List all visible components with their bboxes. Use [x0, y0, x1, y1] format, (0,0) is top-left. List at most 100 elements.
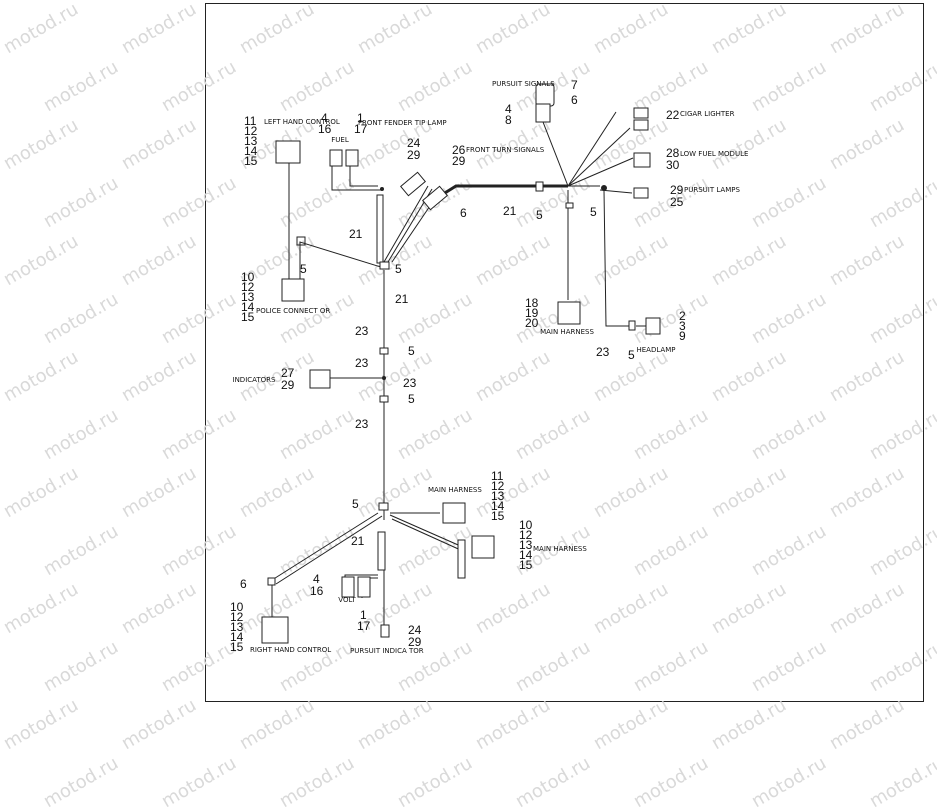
- callout-27: 27: [281, 368, 294, 378]
- main-harness-connector-upper: [443, 503, 465, 523]
- callout-5-headlamp: 5: [628, 350, 635, 360]
- callout-21-lower: 21: [351, 536, 364, 546]
- indicators-label: INDICATORS: [232, 376, 276, 384]
- callout-28: 28: [666, 148, 679, 158]
- main-harness-lower-wire-2: [392, 519, 465, 552]
- callout-stack-right-hand: 10 12 13 14 15: [230, 602, 243, 652]
- right-hand-control-connector: [262, 617, 288, 643]
- callout-4-volt: 4: [313, 574, 320, 584]
- callout-29-turn: 29: [452, 156, 465, 166]
- callout-24: 24: [407, 138, 420, 148]
- front-turn-signal-a: [401, 172, 426, 195]
- fuel-label: FUEL: [330, 136, 350, 144]
- main-harness-connector-right: [558, 302, 580, 324]
- callout-stack-main-harness-upper: 11 12 13 14 15: [491, 471, 504, 521]
- front-turn-signals-label: FRONT TURN SIGNALS: [466, 146, 506, 154]
- watermark-text: motod.ru: [708, 695, 790, 754]
- callout-30: 30: [666, 160, 679, 170]
- front-turn-signal-b: [423, 186, 448, 209]
- callout-15: 15: [491, 511, 504, 521]
- watermark-text: motod.ru: [748, 753, 830, 812]
- callout-15: 15: [230, 642, 243, 652]
- junction-fuel: [380, 187, 384, 191]
- watermark-text: motod.ru: [512, 753, 594, 812]
- watermark-text: motod.ru: [472, 695, 554, 754]
- cigar-connector-b: [634, 120, 648, 130]
- tube-21-left: [377, 195, 383, 263]
- callout-5-lower: 5: [352, 499, 359, 509]
- watermark-text: motod.ru: [590, 695, 672, 754]
- callout-16-volt: 16: [310, 586, 323, 596]
- callout-16-fuel: 16: [318, 124, 331, 134]
- watermark-text: motod.ru: [276, 753, 358, 812]
- police-connector-label: POLICE CONNECT OR: [256, 307, 328, 315]
- callout-stack-police: 10 12 13 14 15: [241, 272, 254, 322]
- callout-21-upper: 21: [503, 206, 516, 216]
- callout-29: 29: [407, 150, 420, 160]
- headlamp-connector: [646, 318, 660, 334]
- pursuit-indicator-connector: [381, 625, 389, 637]
- callout-8: 8: [505, 115, 512, 125]
- wire-cigar-b: [568, 128, 630, 186]
- connector-5-lower: [379, 503, 388, 510]
- callout-9: 9: [679, 331, 686, 341]
- connector-5-center: [380, 262, 389, 269]
- volt-gauge-b: [358, 577, 370, 597]
- callout-29-indicators: 29: [281, 380, 294, 390]
- low-fuel-module-label: LOW FUEL MODULE: [680, 150, 718, 158]
- callout-5-police: 5: [300, 264, 307, 274]
- fuel-gauge-b: [346, 150, 358, 166]
- left-hand-control-label: LEFT HAND CONTROL: [264, 118, 310, 126]
- callout-stack-headlamp: 2 3 9: [679, 311, 686, 341]
- volt-label: VOLT: [336, 596, 358, 604]
- left-hand-control-connector: [276, 141, 300, 163]
- watermark-text: motod.ru: [118, 695, 200, 754]
- police-connector: [282, 279, 304, 301]
- cigar-lighter-label: CIGAR LIGHTER: [680, 110, 712, 118]
- wire-pursuit-signals: [543, 122, 568, 186]
- callout-24-lower: 24: [408, 625, 421, 635]
- watermark-text: motod.ru: [394, 753, 476, 812]
- callout-21-trunk: 21: [395, 294, 408, 304]
- callout-21-left: 21: [349, 229, 362, 239]
- watermark-text: motod.ru: [0, 753, 4, 812]
- callout-17-fuel: 17: [354, 124, 367, 134]
- connector-6-lower: [268, 578, 275, 585]
- wiring-diagram: [0, 0, 937, 703]
- callout-23-headlamp: 23: [596, 347, 609, 357]
- headlamp-label: HEADLAMP: [636, 346, 676, 354]
- pursuit-lamps-connector: [634, 188, 648, 198]
- main-harness-lower-label: MAIN HARNESS: [533, 545, 585, 553]
- cigar-connector-a: [634, 108, 648, 118]
- main-harness-upper-label: MAIN HARNESS: [428, 486, 480, 494]
- connector-5-upper: [536, 182, 543, 191]
- connector-5-left: [297, 237, 305, 245]
- callout-29-lower: 29: [408, 637, 421, 647]
- main-harness-right-label: MAIN HARNESS: [540, 328, 594, 336]
- turn-signal-wire-3: [392, 200, 434, 262]
- callout-5-mid-b: 5: [408, 394, 415, 404]
- callout-5-center: 5: [395, 264, 402, 274]
- fuel-gauge-a: [330, 150, 342, 166]
- fuel-wire-b: [350, 165, 378, 186]
- watermark-text: motod.ru: [236, 695, 318, 754]
- callout-7: 7: [571, 80, 578, 90]
- callout-stack-left-hand: 11 12 13 14 15: [244, 116, 257, 166]
- callout-15: 15: [519, 560, 532, 570]
- indicators-connector: [310, 370, 330, 388]
- pursuit-lamps-label: PURSUIT LAMPS: [684, 186, 720, 194]
- callout-23-b: 23: [355, 358, 368, 368]
- pursuit-signals-label: PURSUIT SIGNALS: [492, 80, 528, 88]
- junction-indicators: [382, 376, 386, 380]
- watermark-text: motod.ru: [158, 753, 240, 812]
- watermark-text: motod.ru: [0, 695, 82, 754]
- callout-23-c: 23: [403, 378, 416, 388]
- callout-6: 6: [571, 95, 578, 105]
- connector-5-right: [566, 203, 573, 208]
- right-hand-control-label: RIGHT HAND CONTROL: [250, 646, 296, 654]
- callout-23-a: 23: [355, 326, 368, 336]
- low-fuel-connector: [634, 153, 650, 167]
- connector-5-mid-a: [380, 348, 388, 354]
- volt-gauge-a: [342, 577, 354, 597]
- tube-21-lower: [378, 532, 385, 570]
